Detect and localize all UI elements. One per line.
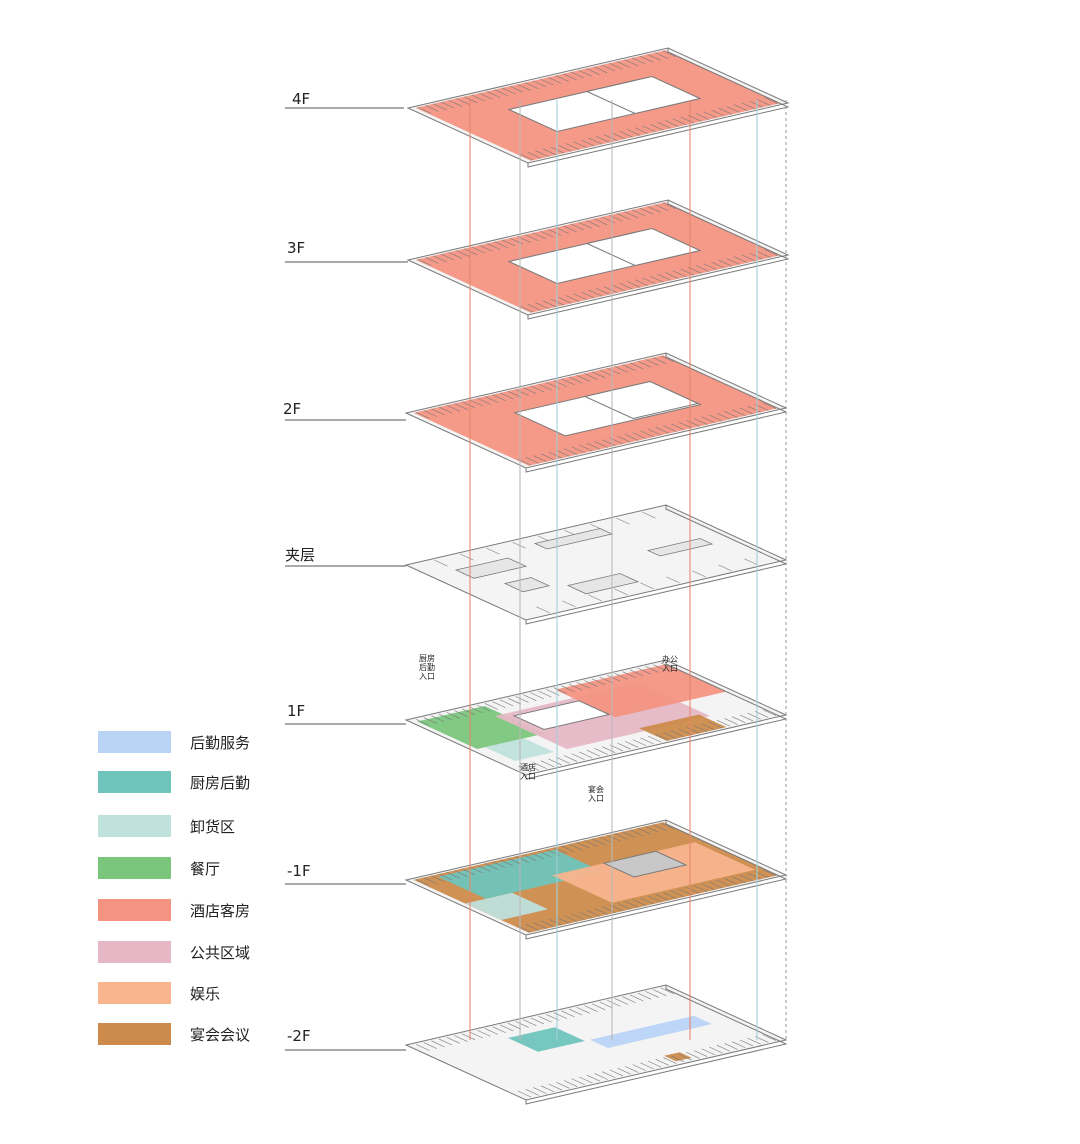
- legend-swatch: [98, 857, 171, 879]
- floor-label-3f: 3F: [287, 239, 306, 257]
- floor-label-b2: -2F: [287, 1027, 311, 1045]
- legend-label: 宴会会议: [190, 1026, 251, 1044]
- floor-label-1f: 1F: [287, 702, 306, 720]
- floor-slab-mez: [404, 504, 788, 625]
- legend-label: 娱乐: [190, 985, 221, 1003]
- hotel-entrance-label: 酒店 入口: [520, 763, 536, 781]
- office-entrance-label: 办公 入口: [662, 655, 678, 673]
- legend-swatch: [98, 1023, 171, 1045]
- floor-slab-f1: [404, 659, 788, 780]
- floor-label-mezzanine: 夹层: [285, 546, 316, 564]
- floor-slab-b1: [404, 819, 788, 940]
- legend-swatch: [98, 899, 171, 921]
- floor-label-2f: 2F: [283, 400, 302, 418]
- floor-label-4f: 4F: [292, 90, 311, 108]
- kitchen-entrance-label: 厨房 后勤 入口: [419, 654, 435, 681]
- floor-slab-f4: [406, 47, 790, 168]
- legend-swatch: [98, 982, 171, 1004]
- floor-slab-f2: [404, 352, 788, 473]
- legend-swatch: [98, 771, 171, 793]
- legend-label: 卸货区: [190, 818, 236, 836]
- floor-slab-f3: [406, 199, 790, 320]
- legend-label: 公共区域: [190, 944, 251, 962]
- legend-swatch: [98, 731, 171, 753]
- legend-label: 后勤服务: [190, 734, 251, 752]
- legend-label: 餐厅: [190, 860, 221, 878]
- floor-leader-lines: [285, 107, 408, 1051]
- legend-swatch: [98, 815, 171, 837]
- legend-label: 酒店客房: [190, 902, 251, 920]
- banquet-entrance-label: 宴会 入口: [588, 785, 604, 803]
- floor-slab-b2: [404, 984, 788, 1105]
- vertical-core-lines: [469, 100, 787, 1040]
- floor-label-b1: -1F: [287, 862, 311, 880]
- legend-swatch: [98, 941, 171, 963]
- floor-slabs: [404, 47, 790, 1105]
- legend-label: 厨房后勤: [190, 774, 251, 792]
